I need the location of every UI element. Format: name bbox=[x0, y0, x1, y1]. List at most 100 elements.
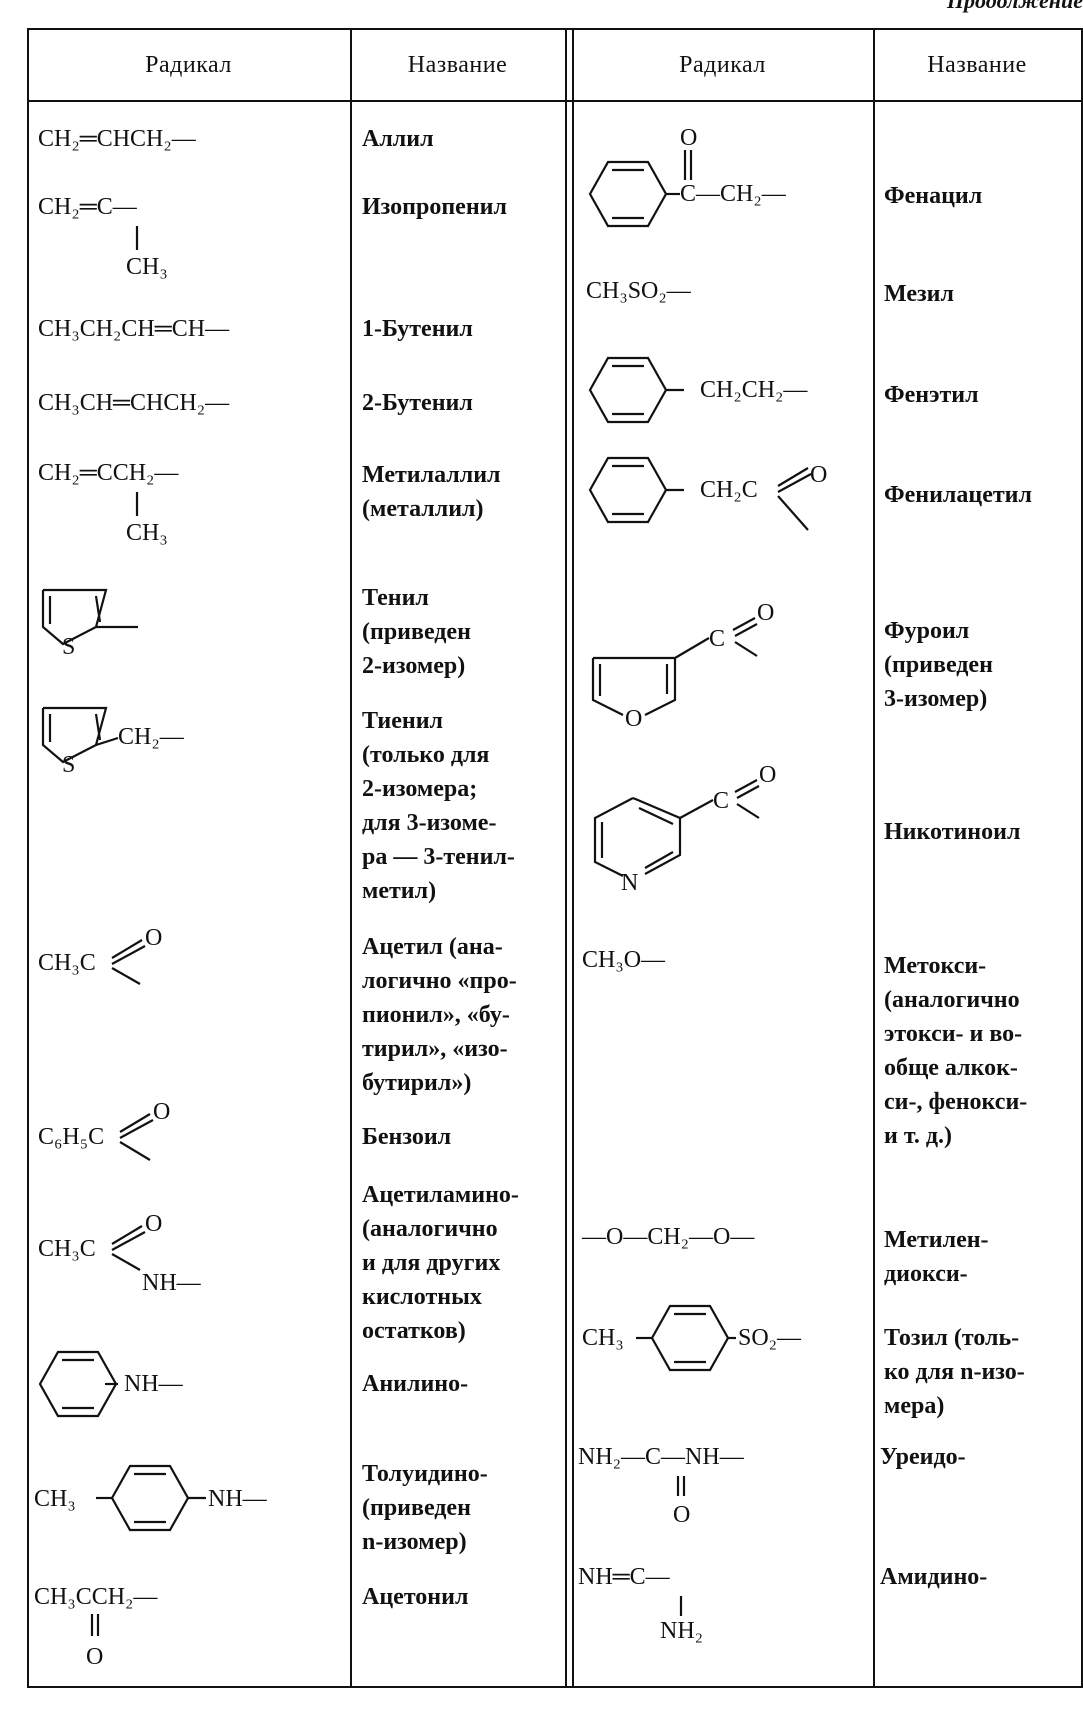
table-border bbox=[1081, 30, 1083, 1686]
name-line: тирил», «изо- bbox=[362, 1036, 508, 1062]
formula-benzoyl: C₆H₅C bbox=[38, 1124, 105, 1150]
oxygen-atom: O bbox=[810, 462, 827, 488]
benzene-ring-icon bbox=[588, 456, 684, 524]
formula-methylallyl: CH₂═CCH₂— bbox=[38, 460, 179, 486]
formula-tosyl-so2: SO₂— bbox=[738, 1325, 802, 1351]
radicals-table: Радикал Название Радикал Название bbox=[27, 28, 1083, 1688]
name-toluidino: Толуидино- (приведен n-изомер) bbox=[362, 1457, 488, 1559]
formula-methylenedioxy: —O—CH₂—O— bbox=[582, 1224, 755, 1250]
formula-isopropenyl: CH₂═C— bbox=[38, 194, 137, 220]
name-benzoyl: Бензоил bbox=[362, 1124, 452, 1150]
name-mesyl: Мезил bbox=[884, 281, 954, 307]
name-ureido: Уреидо- bbox=[880, 1444, 966, 1470]
name-allyl: Аллил bbox=[362, 126, 434, 152]
formula-acetyl: CH₃C bbox=[38, 950, 96, 976]
carbon-atom: C bbox=[713, 788, 729, 814]
oxygen-atom: O bbox=[680, 125, 697, 151]
name-line: Фуроил bbox=[884, 618, 970, 644]
bond-line bbox=[135, 226, 139, 250]
formula-acetylamino: CH₃C bbox=[38, 1236, 96, 1262]
name-line: этокси- и во- bbox=[884, 1021, 1023, 1047]
carbonyl-bond: O bbox=[673, 1476, 690, 1528]
name-line: кислотных bbox=[362, 1284, 482, 1310]
oxygen-atom: O bbox=[153, 1099, 170, 1125]
formula-allyl: CH₂═CHCH₂— bbox=[38, 126, 196, 152]
nitrogen-atom: N bbox=[621, 870, 638, 896]
column-divider-double bbox=[565, 30, 567, 1686]
page-header: Продолжение bbox=[946, 0, 1083, 13]
formula-phenethyl: CH₂CH₂— bbox=[700, 377, 808, 403]
formula-phenylacetyl: CH₂C bbox=[700, 477, 758, 503]
name-line: 2-изомера; bbox=[362, 776, 478, 802]
formula-amidino: NH═C— bbox=[578, 1564, 670, 1590]
name-line: Тиенил bbox=[362, 708, 444, 734]
name-line: (приведен bbox=[362, 1495, 471, 1521]
name-line: Тенил bbox=[362, 585, 429, 611]
formula-ureido: NH₂—C—NH— bbox=[578, 1444, 744, 1470]
formula-mesyl: CH₃SO₂— bbox=[586, 278, 691, 304]
thiophene-ring-icon: S bbox=[41, 706, 119, 778]
formula-toluidino-ch3: CH₃ bbox=[34, 1486, 76, 1512]
benzene-ring-icon bbox=[588, 160, 680, 228]
name-thenyl: Тенил (приведен 2-изомер) bbox=[362, 581, 471, 683]
name-methoxy: Метокси- (аналогично этокси- и во- обще … bbox=[884, 949, 1027, 1153]
name-line: Ацетил (ана- bbox=[362, 934, 503, 960]
benzene-ring-icon bbox=[96, 1464, 206, 1532]
header-radical-2: Радикал bbox=[679, 52, 766, 78]
oxygen-atom: O bbox=[86, 1644, 103, 1670]
name-line: пионил», «бу- bbox=[362, 1002, 510, 1028]
name-furoyl: Фуроил (приведен 3-изомер) bbox=[884, 614, 993, 716]
name-line: си-, фенокси- bbox=[884, 1089, 1028, 1115]
name-acetyl: Ацетил (ана- логично «про- пионил», «бу-… bbox=[362, 930, 517, 1100]
oxygen-atom: O bbox=[757, 600, 774, 626]
column-divider bbox=[873, 30, 875, 1686]
name-line: мера) bbox=[884, 1393, 945, 1419]
carbonyl-bond: O bbox=[86, 1614, 103, 1670]
oxygen-atom: O bbox=[145, 925, 162, 951]
carbon-atom: C bbox=[709, 626, 725, 652]
name-line: (аналогично bbox=[884, 987, 1020, 1013]
formula-2-butenyl: CH₃CH═CHCH₂— bbox=[38, 390, 230, 416]
carbonyl-bond: O bbox=[111, 1211, 162, 1271]
sulfur-atom: S bbox=[62, 752, 75, 778]
name-2-butenyl: 2-Бутенил bbox=[362, 390, 473, 416]
name-phenacyl: Фенацил bbox=[884, 183, 983, 209]
benzene-ring-icon bbox=[38, 1350, 118, 1418]
carbonyl-bond: O bbox=[119, 1099, 170, 1161]
benzene-ring-icon bbox=[636, 1304, 736, 1372]
name-line: (приведен bbox=[884, 652, 993, 678]
header-radical-1: Радикал bbox=[145, 52, 232, 78]
name-line: диокси- bbox=[884, 1261, 968, 1287]
benzene-ring-icon bbox=[588, 356, 684, 424]
formula-phenacyl: C—CH₂— bbox=[680, 181, 786, 207]
carbonyl-bond: O bbox=[111, 925, 162, 985]
name-line: бутирил») bbox=[362, 1070, 472, 1096]
name-line: остатков) bbox=[362, 1318, 466, 1344]
name-tosyl: Тозил (толь- ко для n-изо- мера) bbox=[884, 1321, 1025, 1423]
name-phenethyl: Фенэтил bbox=[884, 382, 979, 408]
name-line: Тозил (толь- bbox=[884, 1325, 1020, 1351]
name-line: для 3-изоме- bbox=[362, 810, 497, 836]
oxygen-atom: O bbox=[759, 762, 776, 788]
formula-methoxy: CH₃O— bbox=[582, 947, 666, 973]
formula-methylallyl-methyl: CH₃ bbox=[126, 520, 168, 546]
name-isopropenyl: Изопропенил bbox=[362, 194, 507, 220]
formula-thenyl-ch2: CH₂— bbox=[118, 724, 184, 750]
header-name-1: Название bbox=[407, 52, 508, 78]
name-line: ра — 3-тенил- bbox=[362, 844, 515, 870]
carbonyl-bond: O bbox=[680, 125, 697, 180]
name-amidino: Амидино- bbox=[880, 1564, 988, 1590]
name-line: 2-изомер) bbox=[362, 653, 466, 679]
formula-isopropenyl-methyl: CH₃ bbox=[126, 254, 168, 280]
header-divider bbox=[27, 100, 1083, 102]
name-line: (металлил) bbox=[362, 496, 484, 522]
carbonyl-bond: O bbox=[777, 462, 827, 531]
bond-line bbox=[679, 1596, 683, 1616]
name-acetonyl: Ацетонил bbox=[362, 1584, 469, 1610]
name-nicotinoyl: Никотиноил bbox=[884, 819, 1021, 845]
formula-acetonyl: CH₃CCH₂— bbox=[34, 1584, 158, 1610]
formula-toluidino-nh: NH— bbox=[208, 1486, 267, 1512]
formula-1-butenyl: CH₃CH₂CH═CH— bbox=[38, 316, 230, 342]
name-line: метил) bbox=[362, 878, 437, 904]
name-line: Метокси- bbox=[884, 953, 987, 979]
